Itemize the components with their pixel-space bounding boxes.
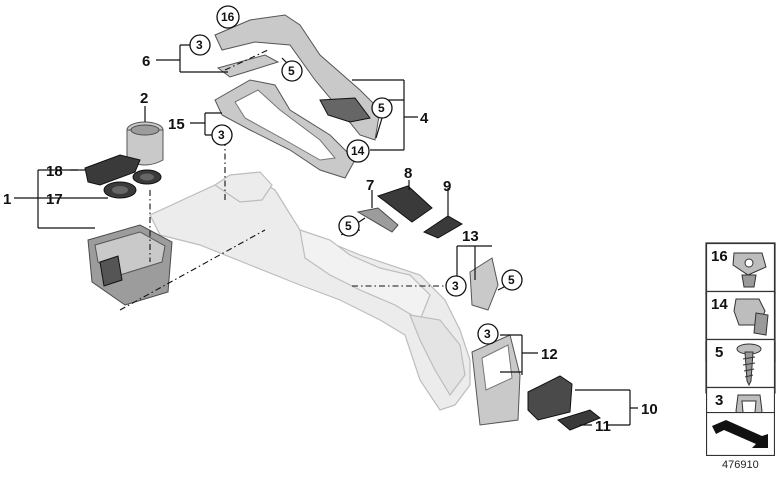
callout-15: 15 (168, 116, 185, 133)
callout-10: 10 (641, 401, 658, 418)
callout-2: 2 (140, 90, 148, 107)
callout-18: 18 (46, 163, 63, 180)
center-trim-part (214, 79, 356, 179)
mat-nine-part (422, 215, 463, 239)
storage-tray-part (527, 375, 573, 421)
screw-icon (736, 343, 762, 387)
circled-callout-5-a: 5 (288, 64, 295, 78)
mat-eleven-part (556, 409, 601, 431)
callout-13: 13 (462, 228, 479, 245)
cover-seven-part (356, 207, 399, 233)
circled-callout-3-b: 3 (218, 128, 225, 142)
callout-17: 17 (46, 191, 63, 208)
legend-label-16: 16 (711, 248, 728, 265)
cupholder-insert-part (126, 121, 164, 166)
trim-strip-part (216, 54, 280, 78)
arrow-indicator-icon (706, 412, 775, 456)
cover-thirteen-part (469, 257, 499, 311)
cup-mat-part (103, 169, 162, 199)
upper-trim-frame-part (214, 14, 381, 141)
callout-8: 8 (404, 165, 412, 182)
storage-mat-part (84, 154, 141, 186)
circled-callout-5-b: 5 (378, 101, 385, 115)
circled-callout-3-d: 3 (484, 327, 491, 341)
callout-12: 12 (541, 346, 558, 363)
callout-1: 1 (3, 191, 11, 208)
circled-callout-3-c: 3 (452, 279, 459, 293)
assembly-lines (119, 49, 455, 311)
circled-callouts: 16 3 5 3 5 14 5 3 5 3 (189, 5, 523, 345)
callout-4: 4 (420, 110, 429, 127)
circled-callout-14: 14 (351, 144, 365, 158)
mat-eight-part (376, 185, 433, 223)
cupholder-carrier-part (87, 224, 173, 306)
expanding-nut-icon (733, 298, 769, 336)
callout-9: 9 (443, 178, 451, 195)
callout-labels: 1 2 4 6 7 8 9 10 11 12 13 15 17 18 (3, 53, 658, 435)
callout-11: 11 (595, 418, 611, 435)
legend-label-3: 3 (715, 392, 724, 409)
leader-lines (14, 44, 638, 426)
legend-label-5: 5 (715, 344, 724, 361)
reference-number: 476910 (722, 459, 759, 471)
callout-7: 7 (366, 177, 374, 194)
callout-6: 6 (142, 53, 150, 70)
circled-callout-16: 16 (221, 10, 235, 24)
circled-callout-3-a: 3 (196, 38, 203, 52)
frame-twelve-part (471, 334, 521, 426)
legend-label-14: 14 (711, 296, 728, 313)
center-console-body (149, 171, 471, 411)
clip-nut-icon (732, 252, 767, 288)
circled-callout-5-c: 5 (345, 219, 352, 233)
circled-callout-5-d: 5 (508, 273, 515, 287)
